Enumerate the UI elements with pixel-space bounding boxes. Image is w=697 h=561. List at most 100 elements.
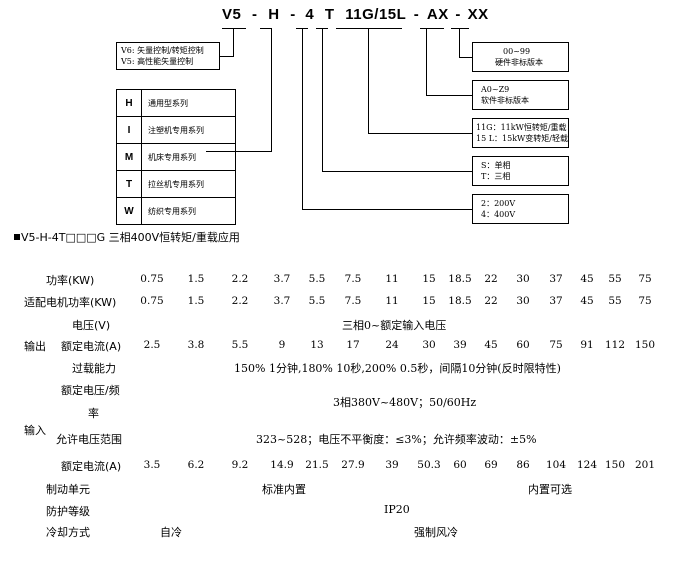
connector-phase-horizontal	[322, 171, 472, 172]
motor-value: 30	[516, 295, 530, 307]
in-current-value: 124	[576, 459, 598, 471]
in-current-value: 6.2	[187, 459, 205, 471]
series-desc: 拉丝机专用系列	[141, 170, 236, 198]
cooling-self: 自冷	[160, 526, 182, 539]
prefix-box: V6: 矢量控制/转矩控制 V5: 高性能矢量控制	[116, 42, 220, 70]
in-current-value: 201	[634, 459, 656, 471]
series-desc: 纺织专用系列	[141, 197, 236, 225]
motor-value: 15	[422, 295, 436, 307]
out-current-value: 24	[385, 339, 399, 351]
connector-h-vertical	[271, 28, 272, 152]
rating-line-1: 11G：11kW恒转矩/重载	[476, 123, 567, 132]
seg-rating: 11G/15L	[345, 6, 407, 23]
out-current-value: 5.5	[231, 339, 249, 351]
motor-value: 18.5	[448, 295, 472, 307]
motor-value: 75	[638, 295, 652, 307]
connector-hw-vertical	[459, 28, 460, 58]
model-code: V5 - H - 4 T 11G/15L - AX - XX	[222, 6, 489, 23]
seg-dash-1: -	[252, 6, 258, 23]
sw-version-desc: 软件非标版本	[481, 96, 529, 105]
connector-hw-horizontal	[459, 57, 472, 58]
in-current-label: 额定电流(A)	[61, 460, 122, 473]
rating-line-2: 15 L：15kW变转矩/轻载	[476, 134, 568, 143]
overload-value: 150% 1分钟,180% 10秒,200% 0.5秒，间隔10分钟(反时限特性…	[234, 362, 561, 375]
motor-value: 11	[385, 295, 399, 307]
brake-optional: 内置可选	[528, 483, 572, 496]
motor-label: 适配电机功率(KW)	[24, 296, 117, 309]
out-current-value: 150	[634, 339, 656, 351]
connector-voltage-vertical	[302, 28, 303, 210]
out-current-value: 30	[422, 339, 436, 351]
seg-xx: XX	[467, 6, 489, 23]
sw-version-box: A0~Z9 软件非标版本	[472, 80, 569, 110]
underline-rating	[336, 28, 402, 29]
in-current-value: 69	[484, 459, 498, 471]
connector-sw-horizontal	[426, 95, 472, 96]
out-current-value: 13	[310, 339, 324, 351]
out-current-value: 91	[580, 339, 594, 351]
voltage-line-2: 4：400V	[481, 210, 516, 219]
protection-label: 防护等级	[46, 505, 90, 518]
seg-dash-4: -	[455, 6, 461, 23]
connector-phase-vertical	[322, 28, 323, 172]
series-code: H	[116, 89, 142, 117]
output-group-label: 输出	[24, 340, 46, 353]
in-current-value: 9.2	[231, 459, 249, 471]
power-value: 45	[580, 273, 594, 285]
seg-dash-3: -	[413, 6, 420, 23]
out-current-value: 45	[484, 339, 498, 351]
prefix-line-2: V5: 高性能矢量控制	[121, 57, 194, 66]
motor-value: 55	[608, 295, 622, 307]
connector-sw-vertical	[426, 28, 427, 96]
protection-value: IP20	[384, 503, 410, 516]
seg-h: H	[268, 6, 280, 23]
motor-value: 45	[580, 295, 594, 307]
power-value: 30	[516, 273, 530, 285]
power-value: 1.5	[187, 273, 205, 285]
hw-version-box: 00~99 硬件非标版本	[472, 42, 569, 72]
connector-rating-vertical	[368, 28, 369, 134]
voltage-box: 2：200V 4：400V	[472, 194, 569, 224]
power-value: 0.75	[140, 273, 164, 285]
in-current-value: 27.9	[341, 459, 365, 471]
in-current-value: 21.5	[305, 459, 329, 471]
seg-t: T	[324, 6, 335, 23]
series-code: T	[116, 170, 142, 198]
seg-dash-2: -	[290, 6, 296, 23]
motor-value: 5.5	[308, 295, 326, 307]
motor-value: 1.5	[187, 295, 205, 307]
in-current-value: 104	[545, 459, 567, 471]
out-current-value: 112	[604, 339, 626, 351]
in-current-value: 14.9	[270, 459, 294, 471]
phase-box: S：单相 T：三相	[472, 156, 569, 186]
series-desc: 机床专用系列	[141, 143, 236, 171]
power-value: 11	[385, 273, 399, 285]
input-group-label: 输入	[24, 424, 46, 437]
underline-v5	[222, 28, 246, 29]
in-rated-value: 3相380V~480V；50/60Hz	[333, 396, 477, 409]
power-value: 18.5	[448, 273, 472, 285]
power-value: 15	[422, 273, 436, 285]
bullet-square-icon	[14, 234, 20, 240]
power-value: 55	[608, 273, 622, 285]
power-value: 22	[484, 273, 498, 285]
power-value: 37	[549, 273, 563, 285]
underline-h	[260, 28, 272, 29]
motor-value: 2.2	[231, 295, 249, 307]
connector-v5-vertical	[233, 28, 234, 56]
in-rated-label-line-1: 额定电压/频	[61, 384, 120, 397]
in-current-value: 39	[385, 459, 399, 471]
out-current-label: 额定电流(A)	[61, 340, 122, 353]
phase-line-1: S：单相	[481, 161, 511, 170]
cooling-label: 冷却方式	[46, 526, 90, 539]
out-current-value: 75	[549, 339, 563, 351]
spec-heading-text: V5-H-4T□□□G 三相400V恒转矩/重载应用	[21, 231, 240, 244]
power-value: 3.7	[273, 273, 291, 285]
voltage-line-1: 2：200V	[481, 199, 516, 208]
connector-h-horizontal	[206, 151, 272, 152]
motor-value: 0.75	[140, 295, 164, 307]
cooling-forced: 强制风冷	[414, 526, 458, 539]
